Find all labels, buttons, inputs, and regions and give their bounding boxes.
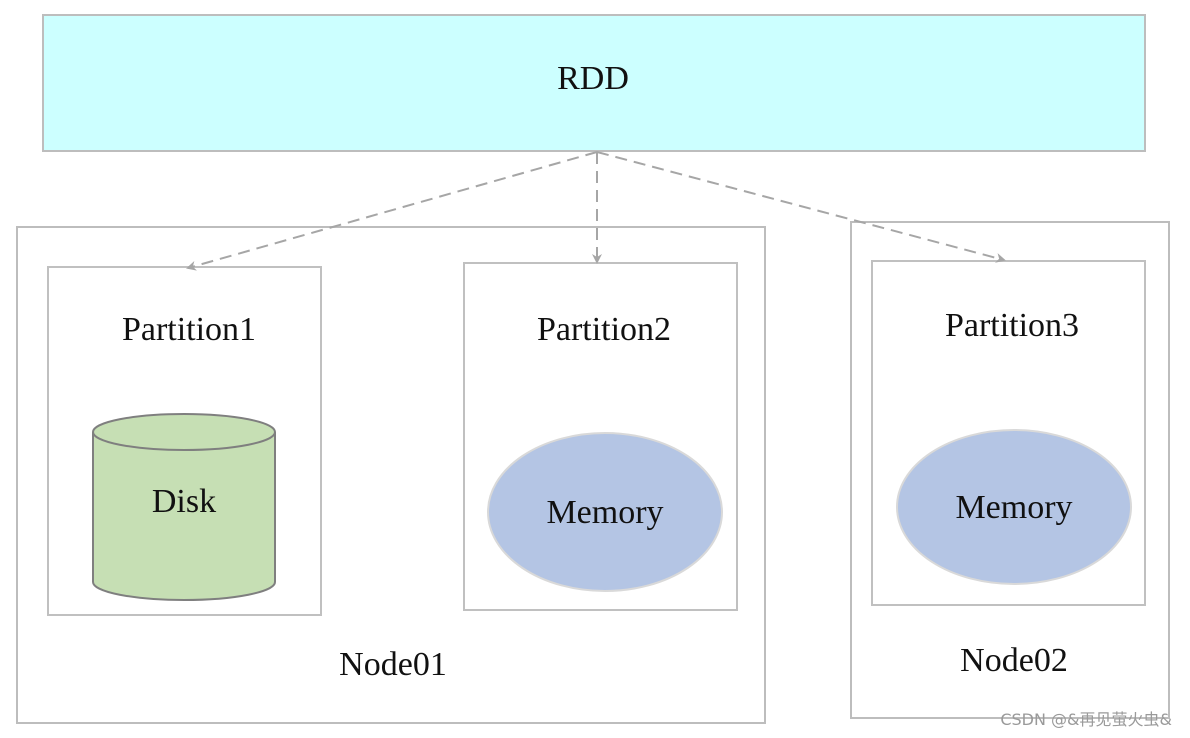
rdd-box — [42, 14, 1146, 152]
arrow-to-partition3 — [596, 151, 1006, 263]
partition1-label: Partition1 — [121, 311, 257, 348]
node02-label: Node02 — [960, 642, 1068, 679]
memory-label-partition3: Memory — [955, 489, 1073, 526]
disk-label: Disk — [151, 483, 217, 520]
arrow-to-partition1 — [186, 151, 598, 271]
memory-ellipse-partition3 — [896, 429, 1132, 585]
partition3-label: Partition3 — [944, 307, 1080, 344]
watermark-text: CSDN @&再见萤火虫& — [1000, 710, 1172, 729]
partition2-label: Partition2 — [536, 311, 672, 348]
memory-label-partition2: Memory — [546, 494, 664, 531]
disk-icon — [92, 413, 276, 601]
node01-label: Node01 — [339, 646, 447, 683]
rdd-label: RDD — [557, 60, 629, 97]
memory-ellipse-partition2 — [487, 432, 723, 592]
